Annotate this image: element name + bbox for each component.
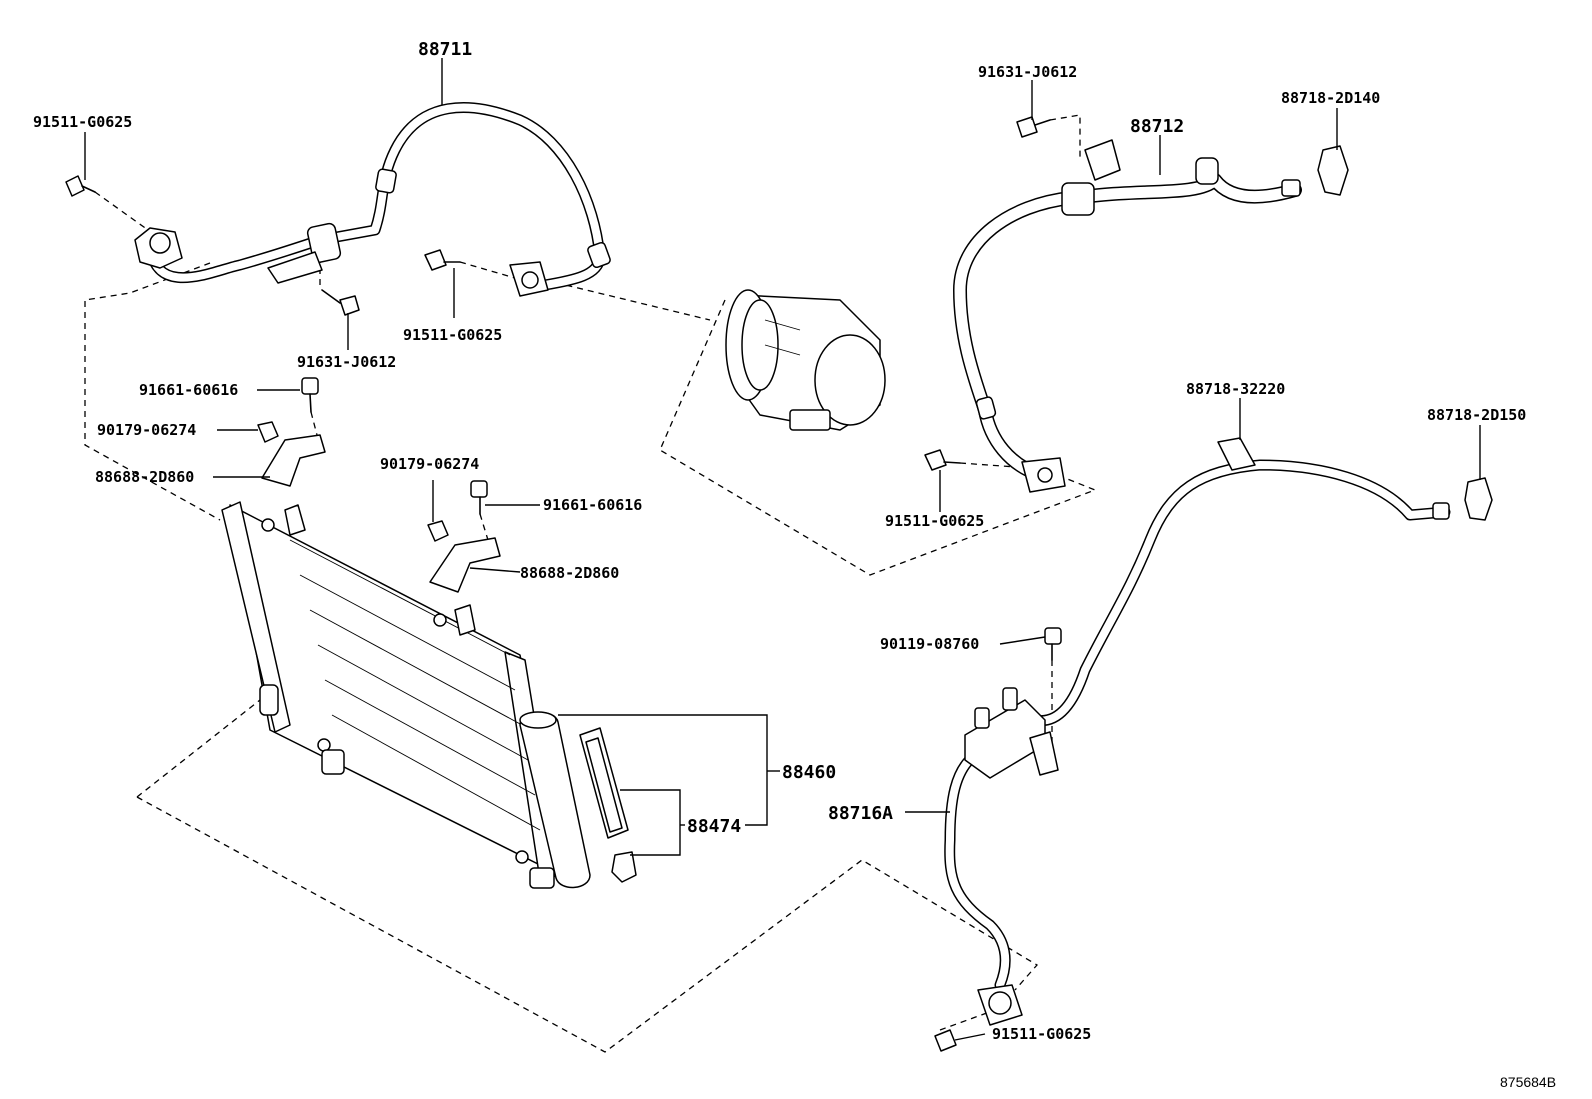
label-88711: 88711: [418, 39, 472, 60]
label-91661-center: 91661-60616: [543, 496, 642, 514]
desiccant-88474: [579, 727, 637, 883]
label-88712: 88712: [1130, 116, 1184, 137]
label-91511-mid: 91511-G0625: [403, 326, 502, 344]
label-91631-left: 91631-J0612: [297, 353, 396, 371]
label-91511-right: 91511-G0625: [885, 512, 984, 530]
label-91631-right: 91631-J0612: [978, 63, 1077, 81]
label-88474: 88474: [687, 816, 741, 837]
suction-hose-88712: [953, 139, 1302, 493]
condenser: [221, 501, 561, 889]
label-90179-left: 90179-06274: [97, 421, 196, 439]
label-88460: 88460: [782, 762, 836, 783]
fasteners: [65, 116, 1493, 1052]
label-88718-2d140: 88718-2D140: [1281, 89, 1380, 107]
label-88716A: 88716A: [828, 803, 893, 824]
label-88688-center: 88688-2D860: [520, 564, 619, 582]
label-91661-left: 91661-60616: [139, 381, 238, 399]
label-88688-left: 88688-2D860: [95, 468, 194, 486]
label-90119: 90119-08760: [880, 635, 979, 653]
receiver-88460: [519, 711, 591, 889]
label-88718-32220: 88718-32220: [1186, 380, 1285, 398]
leader-lines: [84, 58, 1481, 1041]
part-labels: 88711 91511-G0625 91511-G0625 91631-J061…: [33, 39, 1556, 1090]
label-91511-bottom: 91511-G0625: [992, 1025, 1091, 1043]
liquid-tube-88716A: [944, 459, 1451, 1026]
discharge-hose-88711: [134, 102, 611, 297]
diagram-reference-code: 875684B: [1500, 1074, 1556, 1090]
label-91511-top-left: 91511-G0625: [33, 113, 132, 131]
label-90179-center: 90179-06274: [380, 455, 479, 473]
compressor: [725, 289, 886, 431]
label-88718-2d150: 88718-2D150: [1427, 406, 1526, 424]
